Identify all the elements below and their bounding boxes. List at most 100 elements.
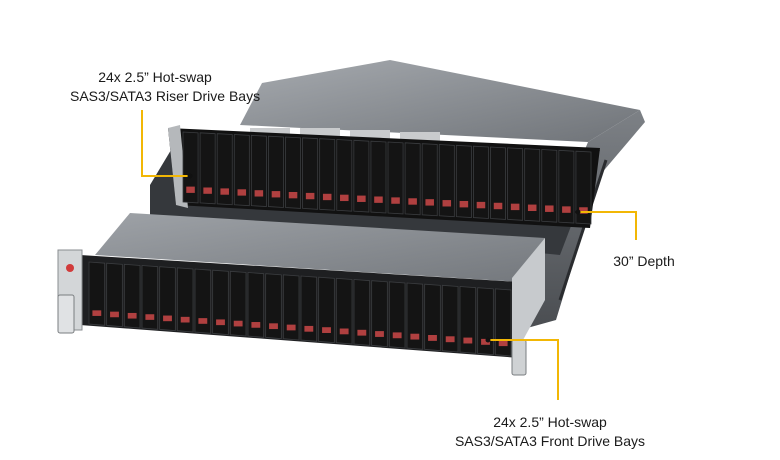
front-bays-bay: [441, 284, 459, 353]
callout-line-riser: [141, 110, 190, 177]
callout-depth: 30” Depth: [604, 252, 684, 271]
right-handle: [511, 339, 527, 376]
riser-bays-bay: [438, 144, 455, 218]
front-bays-bay: [159, 266, 176, 332]
front-bays-led: [127, 312, 137, 319]
riser-bays-led: [425, 199, 434, 206]
rail-slot: [558, 159, 608, 301]
riser-bays-led: [391, 197, 400, 204]
callout-depth-text: 30” Depth: [613, 253, 675, 269]
front-bays-bay: [265, 273, 282, 340]
front-bays-led: [180, 316, 190, 323]
riser-bays-led: [254, 190, 264, 197]
front-bays-led: [286, 324, 296, 331]
riser-bays-bay: [541, 149, 558, 223]
front-bays-bay: [194, 268, 212, 334]
callout-riser-line2: SAS3/SATA3 Riser Drive Bays: [70, 88, 261, 104]
riser-bays-led: [510, 203, 520, 211]
front-bays-bay: [459, 286, 477, 354]
riser-bays-led: [220, 188, 229, 195]
riser-bays-bay: [404, 142, 421, 216]
callout-riser-line1: 24x 2.5” Hot-swap: [98, 69, 212, 85]
riser-bays-led: [186, 186, 195, 193]
front-bays-bay: [477, 287, 494, 356]
chassis-front-top: [95, 213, 545, 282]
riser-bays-led: [237, 189, 247, 196]
front-bays-led: [339, 328, 349, 335]
riser-bays-bay: [473, 145, 489, 219]
front-bays-led: [110, 311, 119, 318]
riser-bays-bay: [336, 139, 353, 212]
riser-bays-bay: [558, 149, 575, 224]
front-bays-led: [233, 320, 243, 327]
front-bays-bay: [318, 276, 335, 344]
front-bays-led: [463, 337, 473, 344]
riser-bays-led: [545, 205, 554, 212]
front-bays-led: [269, 323, 278, 330]
front-bays-led: [92, 310, 102, 316]
riser-bays-bay: [268, 135, 284, 208]
riser-bays-led: [579, 207, 588, 214]
riser-bays-led: [288, 191, 298, 199]
right-rack-ear: [512, 238, 545, 360]
front-bays-bay: [300, 275, 318, 342]
riser-bays-bay: [575, 150, 592, 225]
riser-bays-led: [408, 198, 417, 205]
front-bays-led: [428, 334, 437, 341]
front-bays-led: [357, 329, 367, 336]
front-bays-led: [481, 338, 490, 345]
riser-bays-led: [340, 194, 349, 202]
front-bays-led: [216, 319, 225, 326]
riser-bays-bay: [182, 131, 199, 204]
front-bays-bay: [106, 262, 123, 328]
front-bays-led: [304, 325, 314, 332]
riser-bays-bay: [250, 134, 267, 208]
front-bays-bay: [335, 277, 353, 345]
riser-bays-bay: [370, 140, 387, 214]
riser-bays-bay: [216, 133, 233, 206]
chassis-rear-lid: [240, 60, 640, 142]
callout-line-depth: [578, 211, 637, 240]
front-bays-led: [498, 340, 508, 347]
front-bays-bay: [371, 280, 388, 348]
front-bays-led: [163, 315, 172, 322]
callout-riser-bays: 24x 2.5” Hot-swap SAS3/SATA3 Riser Drive…: [70, 68, 261, 106]
front-bays-led: [410, 333, 420, 340]
riser-bays-led: [374, 196, 383, 203]
front-bays-bay: [424, 283, 441, 352]
callout-front-line1: 24x 2.5” Hot-swap: [493, 414, 607, 430]
riser-bays-bay: [507, 147, 524, 221]
riser-bays-bay: [319, 138, 336, 211]
riser-bays-led: [305, 192, 315, 200]
front-bays-bay: [88, 261, 106, 326]
riser-bays-led: [493, 202, 503, 210]
front-bays-bay: [212, 269, 229, 336]
callout-dot-riser: [187, 173, 193, 179]
power-button-icon: [66, 264, 74, 272]
riser-bays-led: [203, 187, 212, 194]
callout-lines: [141, 110, 637, 400]
riser-drive-cage: [168, 125, 600, 228]
riser-bays-led: [442, 200, 452, 207]
front-bays-bay: [247, 272, 265, 338]
front-bays-bay: [282, 274, 300, 341]
front-bays: [88, 261, 512, 357]
front-bays-bay: [176, 267, 194, 333]
front-bays-led: [392, 332, 402, 339]
riser-bays-led: [357, 195, 366, 202]
front-bays-bay: [229, 270, 247, 337]
riser-bays-bay: [387, 141, 404, 215]
front-bays-bay: [123, 263, 141, 329]
riser-bays-bay: [353, 139, 370, 213]
riser-bays-led: [271, 191, 281, 198]
callout-line-front: [488, 339, 559, 400]
riser-bays-bay: [455, 144, 472, 219]
front-bays-led: [145, 314, 155, 320]
front-bays-led: [322, 327, 331, 333]
front-bays-bay: [353, 279, 371, 346]
front-bays-led: [375, 331, 384, 337]
callout-front-line2: SAS3/SATA3 Front Drive Bays: [454, 433, 646, 449]
riser-bays-bay: [524, 148, 541, 222]
riser-bays-bay: [302, 137, 319, 210]
